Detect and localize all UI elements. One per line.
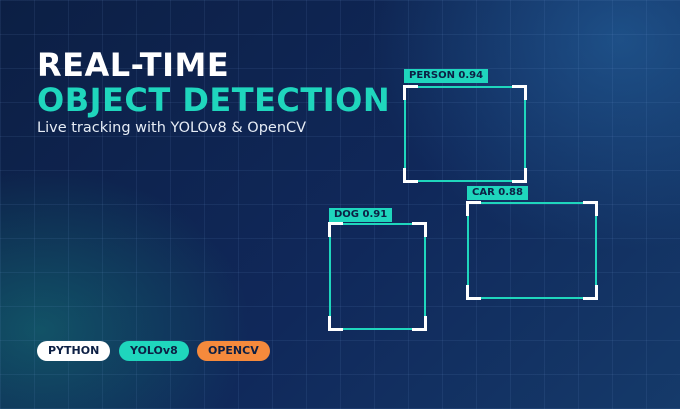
corner-marker <box>328 222 343 237</box>
corner-marker <box>583 201 598 216</box>
detection-label-car: CAR 0.88 <box>467 186 528 200</box>
corner-marker <box>466 201 481 216</box>
headline-subtitle: Live tracking with YOLOv8 & OpenCV <box>37 120 307 136</box>
tag-yolov8: YOLOv8 <box>119 341 189 361</box>
corner-marker <box>512 85 527 100</box>
headline-line1: REAL-TIME <box>37 46 230 84</box>
detection-label-person: PERSON 0.94 <box>404 69 489 83</box>
corner-marker <box>403 168 418 183</box>
tag-python: PYTHON <box>37 341 111 361</box>
corner-marker <box>412 316 427 331</box>
detection-box-person <box>403 85 527 183</box>
corner-marker <box>583 285 598 300</box>
headline-line2: OBJECT DETECTION <box>37 81 391 119</box>
detection-box-dog <box>328 222 427 331</box>
corner-marker <box>512 168 527 183</box>
corner-marker <box>412 222 427 237</box>
corner-marker <box>403 85 418 100</box>
tag-opencv: OPENCV <box>197 341 270 361</box>
corner-marker <box>328 316 343 331</box>
detection-label-dog: DOG 0.91 <box>329 208 393 222</box>
detection-box-car <box>466 201 598 300</box>
corner-marker <box>466 285 481 300</box>
